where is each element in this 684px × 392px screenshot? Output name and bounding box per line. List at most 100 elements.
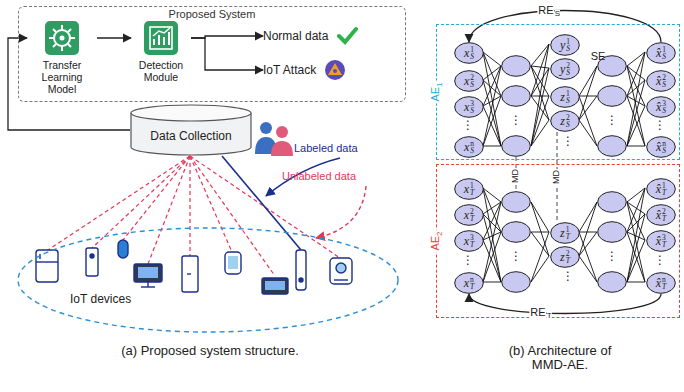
symbol-sup: 2 <box>662 208 666 216</box>
model-box: Transfer Learning Model <box>27 21 97 95</box>
weight-line <box>531 232 549 233</box>
neuron-shape <box>647 71 676 92</box>
flow-note: Labeled data <box>294 142 358 154</box>
region-ellipse <box>18 228 398 332</box>
weight-line <box>579 96 597 146</box>
iot-device-icons <box>265 281 285 290</box>
symbol-sub: S <box>566 121 570 129</box>
iot-device-icons <box>225 252 241 274</box>
system-frame: Proposed SystemTransfer Learning ModelDe… <box>18 6 406 102</box>
module-icon <box>144 21 178 55</box>
loss-name: SE <box>591 50 606 62</box>
hidden-neuron <box>598 272 627 293</box>
iot-device-icons <box>182 256 198 292</box>
iot-device-icons <box>336 263 346 273</box>
module-icon <box>150 27 172 49</box>
output-icon <box>339 29 356 42</box>
weight-line <box>483 96 501 146</box>
symbol-indices: 1S <box>470 46 474 61</box>
frame-name: AE <box>429 236 441 251</box>
symbol-sup: 3 <box>662 100 666 108</box>
device-links <box>190 156 275 276</box>
symbol-sub: T <box>470 215 474 223</box>
ellipsis: ⋮ <box>510 250 522 263</box>
neuron-shape <box>551 111 580 132</box>
iot-device-icons <box>134 264 162 282</box>
iot-device-icons <box>86 248 98 276</box>
symbol-indices: 1S <box>662 46 666 61</box>
symbol-sub: T <box>566 233 570 241</box>
weight-line <box>483 232 501 282</box>
hidden-neuron <box>502 86 531 107</box>
region-label: IoT devices <box>70 292 131 306</box>
module-label: Transfer Learning Model <box>27 59 97 95</box>
symbol-base: y <box>560 39 565 51</box>
neuron-node: x̂2S <box>646 70 676 92</box>
iot-device-icons <box>262 278 288 294</box>
weight-line <box>483 80 501 96</box>
symbol-indices: nT <box>470 276 474 291</box>
people-icon <box>271 141 293 156</box>
symbol-sub: S <box>470 147 474 155</box>
symbol-base: x <box>464 75 469 87</box>
symbol-sub: S <box>662 107 666 115</box>
iot-device-icons <box>118 240 128 258</box>
neuron-outline <box>550 246 580 268</box>
weight-line <box>483 66 501 146</box>
hidden-neuron <box>598 222 627 243</box>
neuron-node: x̂1S <box>646 42 676 64</box>
weight-line <box>483 188 501 282</box>
weight-line <box>579 202 597 256</box>
device-links <box>123 156 190 240</box>
weight-line <box>531 44 549 96</box>
symbol-base: y <box>560 63 565 75</box>
unlabeled-pointer <box>316 186 366 238</box>
people-icon <box>276 126 288 138</box>
hidden-neuron <box>502 136 531 157</box>
ellipsis: ⋮ <box>654 119 666 132</box>
neuron-node: x̂nS <box>646 136 676 158</box>
frame-name: AE <box>429 87 441 102</box>
neuron-shape <box>455 273 484 294</box>
device-links <box>148 156 190 264</box>
symbol-indices: 3T <box>470 234 474 249</box>
weight-line <box>627 80 645 146</box>
iot-device-icons <box>141 286 155 287</box>
output-label: Normal data <box>263 29 328 43</box>
symbol-base: z <box>560 115 565 127</box>
neuron-node: y2S <box>550 58 580 80</box>
weight-line <box>531 202 549 256</box>
neuron-node: x1T <box>454 178 484 200</box>
neuron-outline <box>550 222 580 244</box>
symbol-indices: 1S <box>566 90 570 105</box>
symbol-sub: S <box>566 45 570 53</box>
symbol-sub: S <box>662 81 666 89</box>
neuron-shape <box>647 137 676 158</box>
symbol-indices: 1T <box>566 226 570 241</box>
frame-title: Proposed System <box>19 8 405 20</box>
neuron-shape <box>551 87 580 108</box>
symbol-base: x <box>464 235 469 247</box>
weight-line <box>483 80 501 146</box>
weight-line <box>579 96 597 97</box>
weight-line <box>579 232 597 256</box>
weight-line <box>579 66 597 96</box>
iot-device-icons <box>330 258 352 284</box>
neuron-node: xnT <box>454 272 484 294</box>
symbol-base: x <box>464 141 469 153</box>
module-icon <box>54 30 70 46</box>
neuron-node: x1S <box>454 42 484 64</box>
module-icon <box>153 28 170 36</box>
symbol-indices: 1S <box>566 38 570 53</box>
module-icon <box>49 25 75 51</box>
neuron-shape <box>551 247 580 268</box>
ellipsis: ⋮ <box>462 254 474 267</box>
neuron-node: z2T <box>550 246 580 268</box>
database-cylinder: Data Collection <box>130 104 252 156</box>
symbol-indices: 2T <box>566 250 570 265</box>
neuron-shape <box>551 223 580 244</box>
iot-device-icons <box>36 240 352 294</box>
symbol-base: x <box>464 277 469 289</box>
